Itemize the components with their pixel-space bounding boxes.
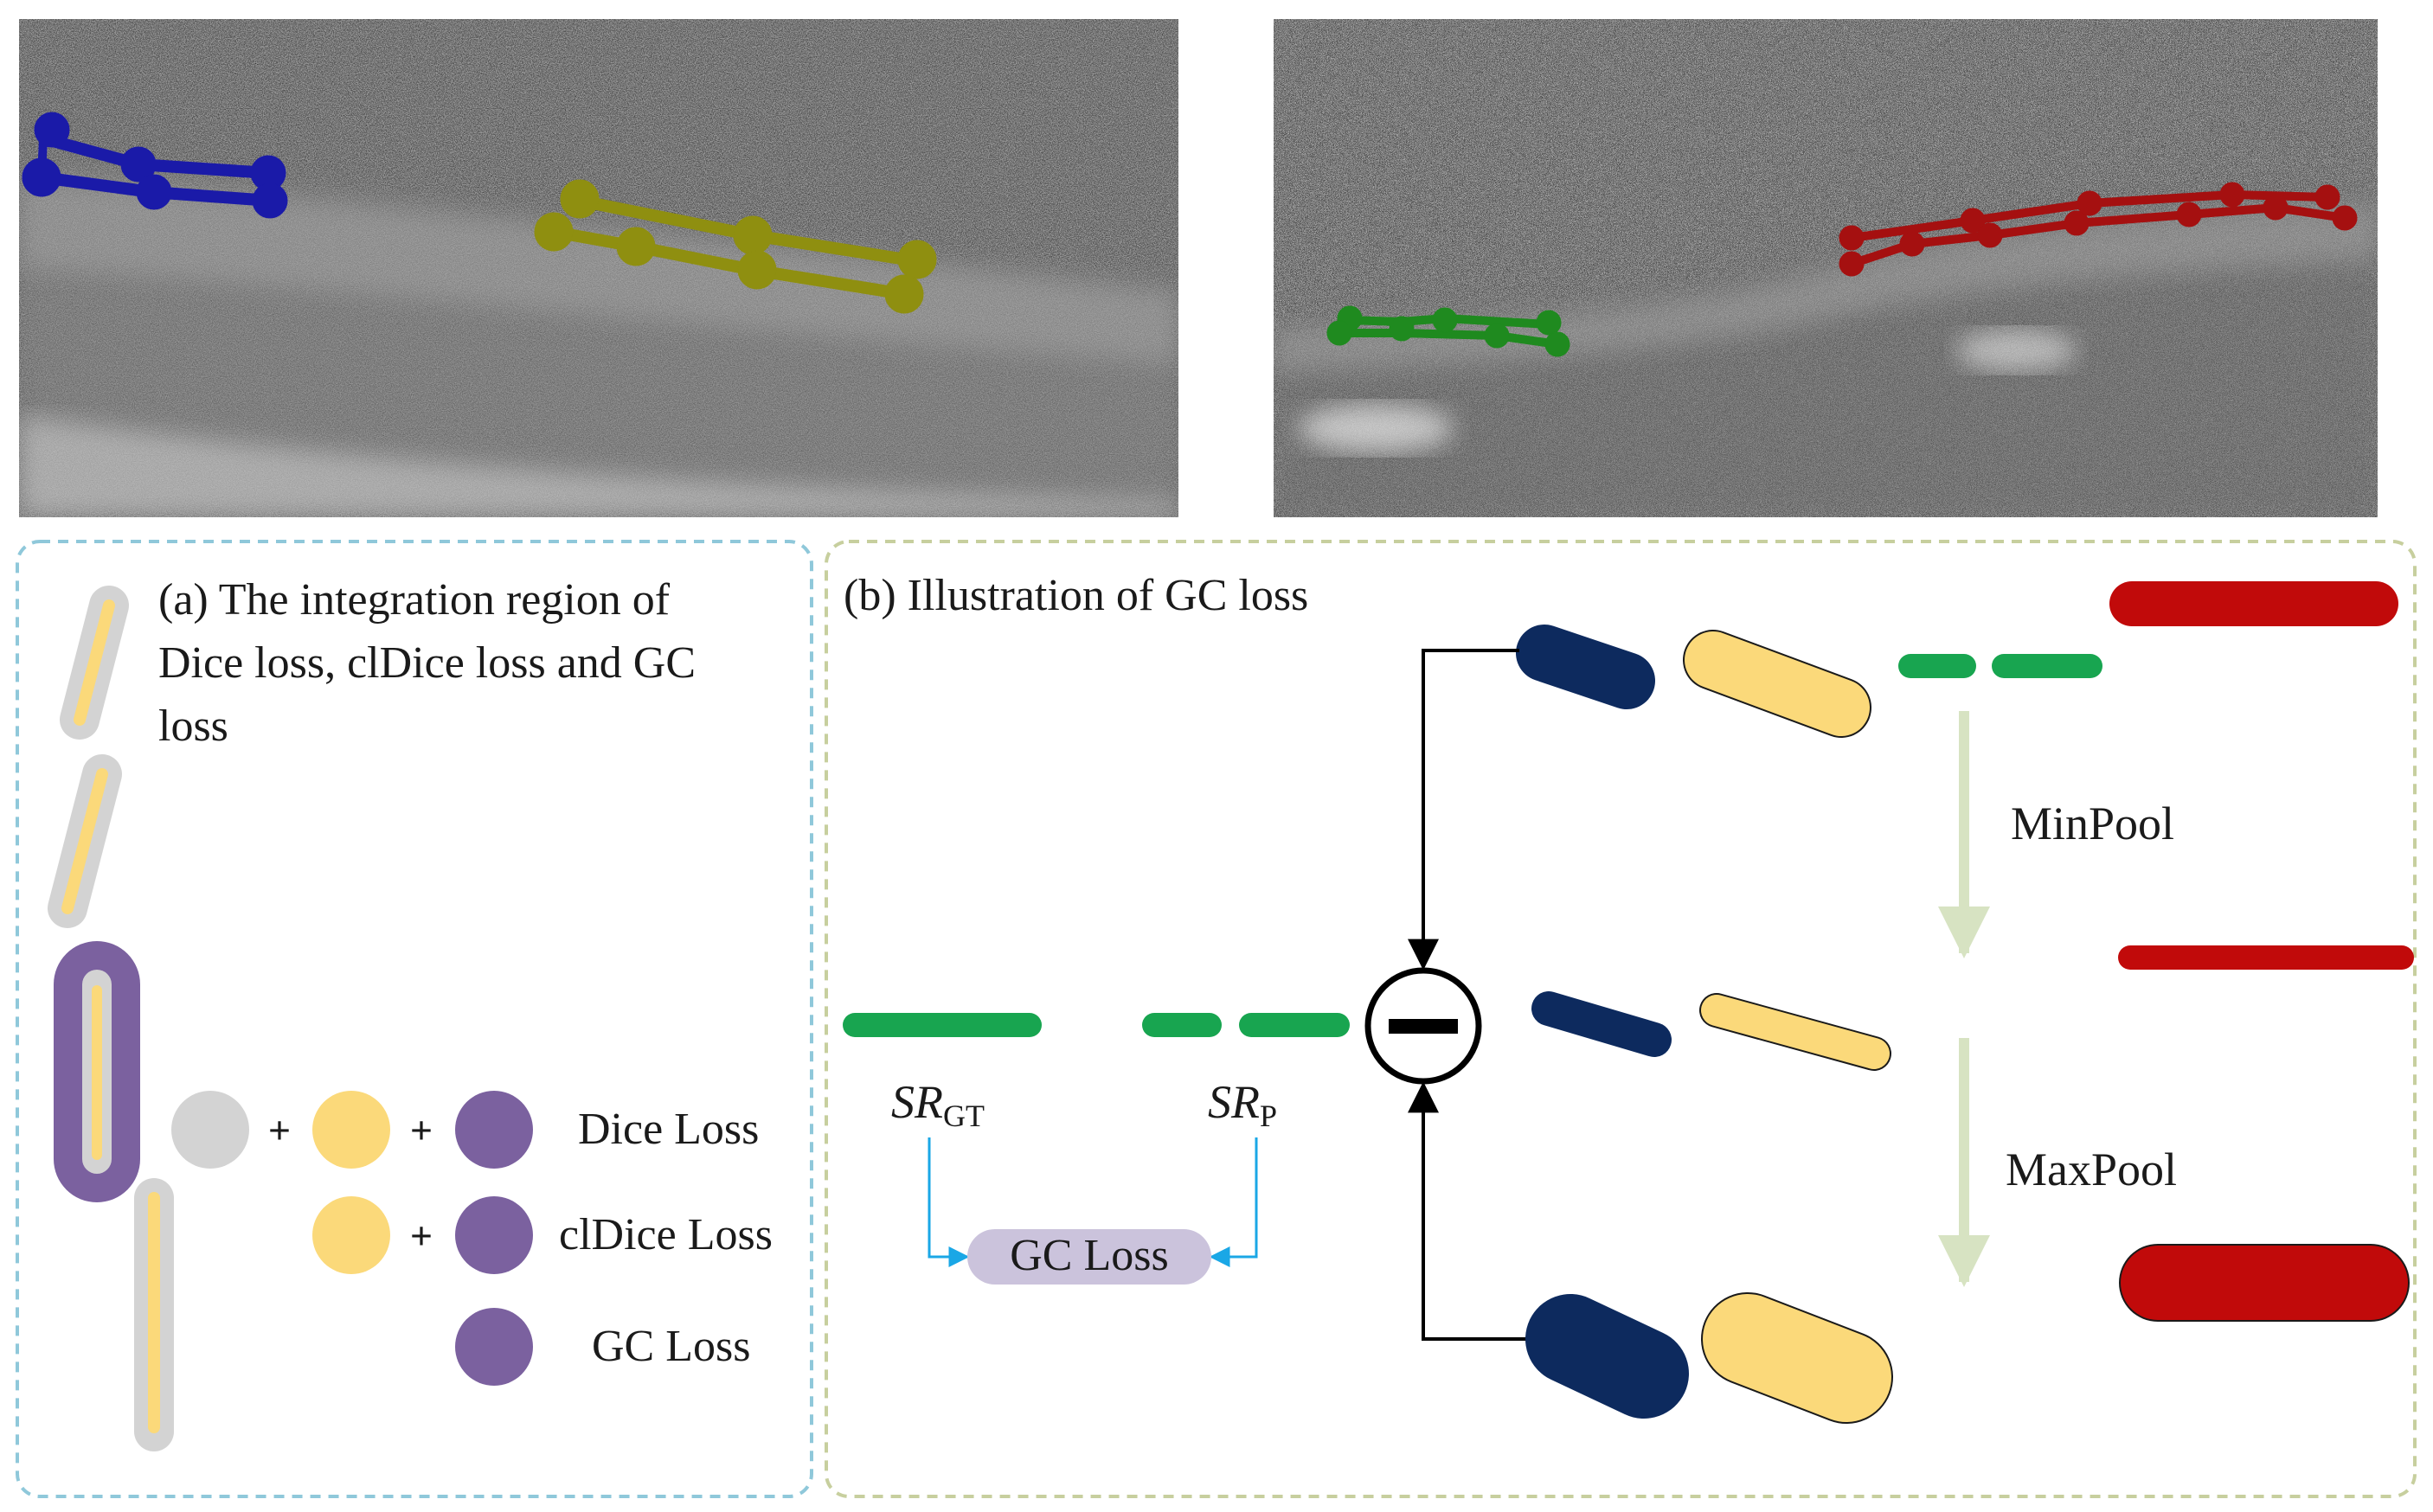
panel-b-border bbox=[825, 540, 2417, 1498]
vessel-segment-1 bbox=[60, 586, 129, 740]
gc-loss-label: GC Loss bbox=[1010, 1231, 1168, 1280]
annotation-olive bbox=[534, 179, 937, 314]
panel-a-border bbox=[16, 540, 813, 1498]
legend-gc-loss: GC Loss bbox=[592, 1322, 750, 1371]
arrow-top-to-minus bbox=[1408, 649, 1519, 971]
subtraction-operator bbox=[1364, 967, 1482, 1085]
gc-loss-pill bbox=[967, 1229, 1211, 1285]
plus-sign-2: + bbox=[410, 1108, 433, 1152]
panel-a-title-line2: Dice loss, clDice loss and GC bbox=[158, 638, 696, 688]
oct-image-right bbox=[1274, 19, 2378, 517]
oct-image-left bbox=[19, 19, 1178, 517]
plus-sign-1: + bbox=[268, 1108, 291, 1152]
top-navy-segment bbox=[1516, 625, 1655, 709]
sr-gt-label: SRGT bbox=[891, 1076, 985, 1133]
plus-sign-3: + bbox=[410, 1214, 433, 1258]
legend-yellow-circle-1 bbox=[312, 1091, 390, 1169]
arrow-bottom-to-minus bbox=[1408, 1081, 1537, 1341]
legend-purple-circle-3 bbox=[455, 1308, 533, 1386]
legend-purple-circle-2 bbox=[455, 1196, 533, 1274]
top-yellow-segment bbox=[1683, 630, 1871, 738]
arrow-srp-to-gcloss bbox=[1209, 1137, 1258, 1267]
vessel-segment-2 bbox=[48, 754, 122, 928]
legend-gray-circle bbox=[171, 1091, 249, 1169]
maxpool-label: MaxPool bbox=[2006, 1144, 2177, 1195]
annotation-blue bbox=[22, 112, 288, 219]
panel-a-title-line3: loss bbox=[158, 702, 228, 751]
legend-cldice-loss: clDice Loss bbox=[559, 1210, 773, 1259]
annotation-green bbox=[1326, 305, 1570, 357]
minpool-label: MinPool bbox=[2011, 798, 2174, 849]
panel-b-title: (b) Illustration of GC loss bbox=[844, 571, 1308, 620]
middle-navy-segment bbox=[1531, 991, 1672, 1057]
bottom-navy-segment bbox=[1525, 1294, 1689, 1419]
annotation-red bbox=[1839, 182, 2358, 277]
sr-p-label: SRP bbox=[1208, 1076, 1277, 1133]
legend-purple-circle-1 bbox=[455, 1091, 533, 1169]
arrow-srgt-to-gcloss bbox=[928, 1137, 970, 1267]
middle-yellow-segment bbox=[1699, 993, 1891, 1071]
bottom-yellow-segment bbox=[1701, 1292, 1893, 1424]
legend-yellow-circle-2 bbox=[312, 1196, 390, 1274]
panel-a-title-line1: (a) The integration region of bbox=[158, 575, 671, 625]
legend-dice-loss: Dice Loss bbox=[578, 1105, 759, 1154]
